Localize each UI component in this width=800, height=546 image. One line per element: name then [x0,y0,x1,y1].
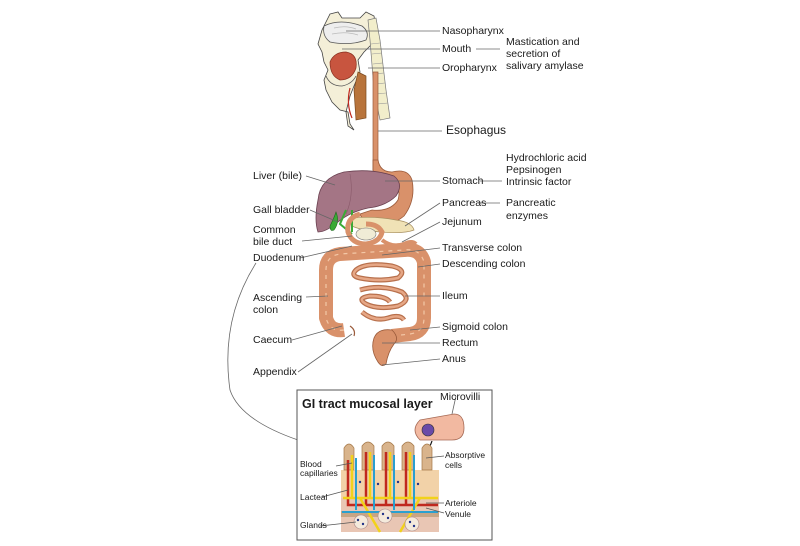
label-venule: Venule [445,509,471,519]
pancreas-function-line-1: Pancreatic [506,197,556,209]
label-anus: Anus [442,353,466,365]
appendix [349,325,356,337]
lower-jaw [325,75,357,87]
duodenum [345,211,385,247]
mucosa-tissue [341,441,439,533]
ileum-loops [351,262,409,322]
duodenal-papilla [355,227,377,241]
label-caecum: Caecum [253,334,293,346]
label-blood-capillaries-2: capillaries [300,468,338,478]
label-sigmoid-colon: Sigmoid colon [442,321,508,333]
label-appendix: Appendix [253,366,297,378]
stomach-function-line-2: Pepsinogen [506,164,562,176]
label-rectum: Rectum [442,337,479,349]
inset-leader-lines [319,455,445,527]
microvilli-cell [414,395,465,453]
label-ileum: Ileum [442,290,468,302]
label-absorptive-cells-1: Absorptive [445,450,486,460]
inset-title: GI tract mucosal layer [302,397,433,411]
label-transverse-colon: Transverse colon [442,242,523,254]
label-esophagus: Esophagus [446,123,507,137]
label-lacteal: Lacteal [300,492,328,502]
label-descending-colon: Descending colon [442,258,526,270]
throat-vessel [347,87,353,119]
esophagus [372,71,379,171]
cervical-vertebrae [367,17,391,121]
label-common-bile-duct-1: Common [253,224,296,236]
label-ascending-colon-2: colon [253,304,279,316]
label-mouth: Mouth [442,43,472,55]
rectum [372,329,397,366]
label-liver: Liver (bile) [253,170,303,182]
label-jejunum: Jejunum [442,216,482,228]
stomach-function-line-3: Intrinsic factor [506,176,572,188]
label-glands: Glands [300,520,327,530]
label-microvilli: Microvilli [440,391,481,403]
liver-lobe-line [345,173,352,215]
mouth-function-line-2: secretion of [506,48,561,60]
label-pancreas: Pancreas [442,197,487,209]
mouth-function-line-3: salivary amylase [506,60,584,72]
tongue [329,51,357,81]
colon-haustra [325,249,425,337]
label-oropharynx: Oropharynx [442,62,497,74]
label-nasopharynx: Nasopharynx [442,25,504,37]
stomach-function-line-1: Hydrochloric acid [506,152,587,164]
label-duodenum: Duodenum [253,252,305,264]
label-gall-bladder: Gall bladder [253,204,310,216]
label-stomach: Stomach [442,175,484,187]
leader-lines [227,30,502,441]
pancreas-function-line-2: enzymes [506,210,549,222]
nasal-conchae [331,26,359,36]
ileum-loops-inner [352,263,408,321]
label-absorptive-cells-2: cells [445,460,463,470]
label-arteriole: Arteriole [445,498,477,508]
label-blood-capillaries-1: Blood [300,459,322,469]
label-ascending-colon-1: Ascending [253,292,303,304]
head-section [317,11,377,131]
label-common-bile-duct-2: bile duct [253,236,293,248]
mouth-function-line-1: Mastication and [506,36,580,48]
pharynx [353,71,367,121]
